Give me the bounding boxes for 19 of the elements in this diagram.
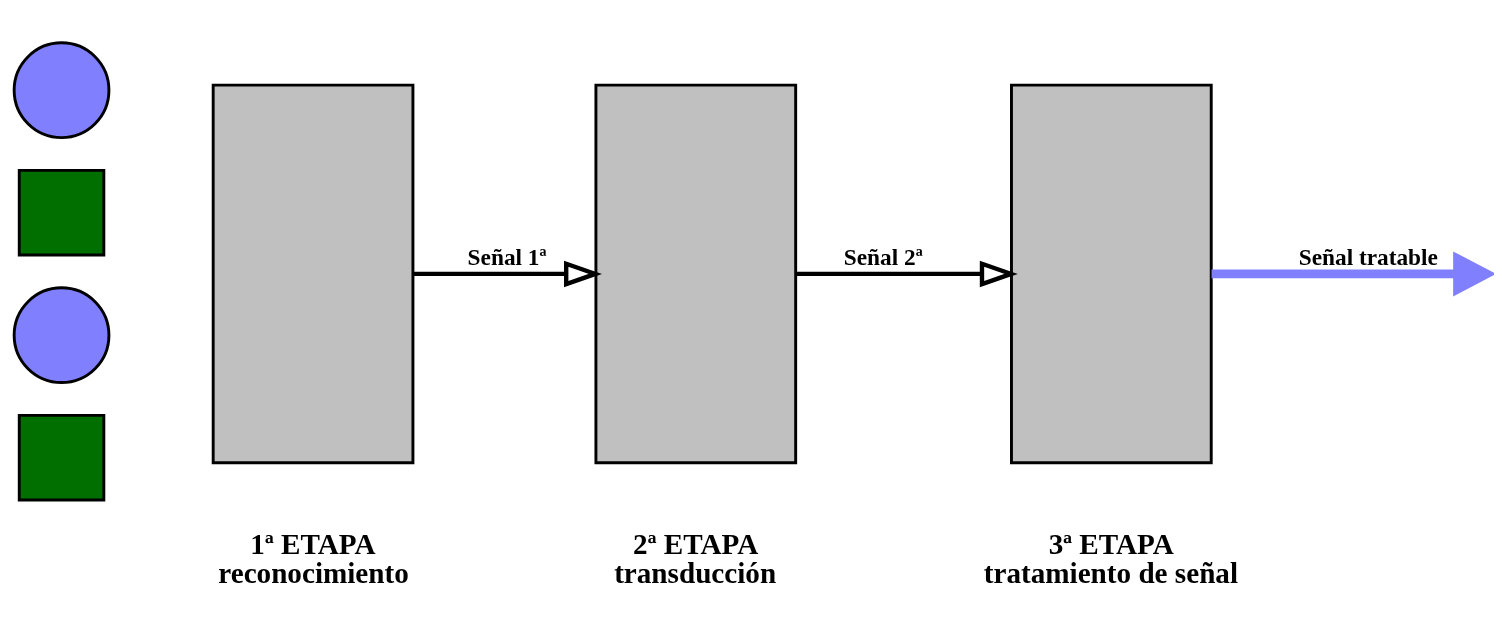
node-box (211, 83, 415, 465)
node-circle (12, 286, 111, 384)
node-label: 1ª ETAPA (250, 527, 376, 560)
arrow (796, 260, 1018, 288)
node-box (594, 83, 798, 465)
node-circle (12, 41, 111, 140)
node-box (1010, 83, 1213, 465)
node-label: 2ª ETAPA (633, 527, 759, 560)
edge-label: Señal 1ª (467, 243, 547, 270)
edge-label: Señal tratable (1298, 243, 1438, 270)
edge-label: Señal 2ª (843, 243, 923, 270)
node-label: 3ª ETAPA (1048, 527, 1174, 560)
arrow (1211, 251, 1494, 297)
node-label: transducción (614, 557, 777, 590)
node-label: tratamiento de señal (983, 557, 1239, 590)
node-label: reconocimiento (218, 557, 409, 590)
node-box (17, 168, 106, 257)
arrow (413, 260, 602, 288)
node-box (17, 413, 106, 502)
